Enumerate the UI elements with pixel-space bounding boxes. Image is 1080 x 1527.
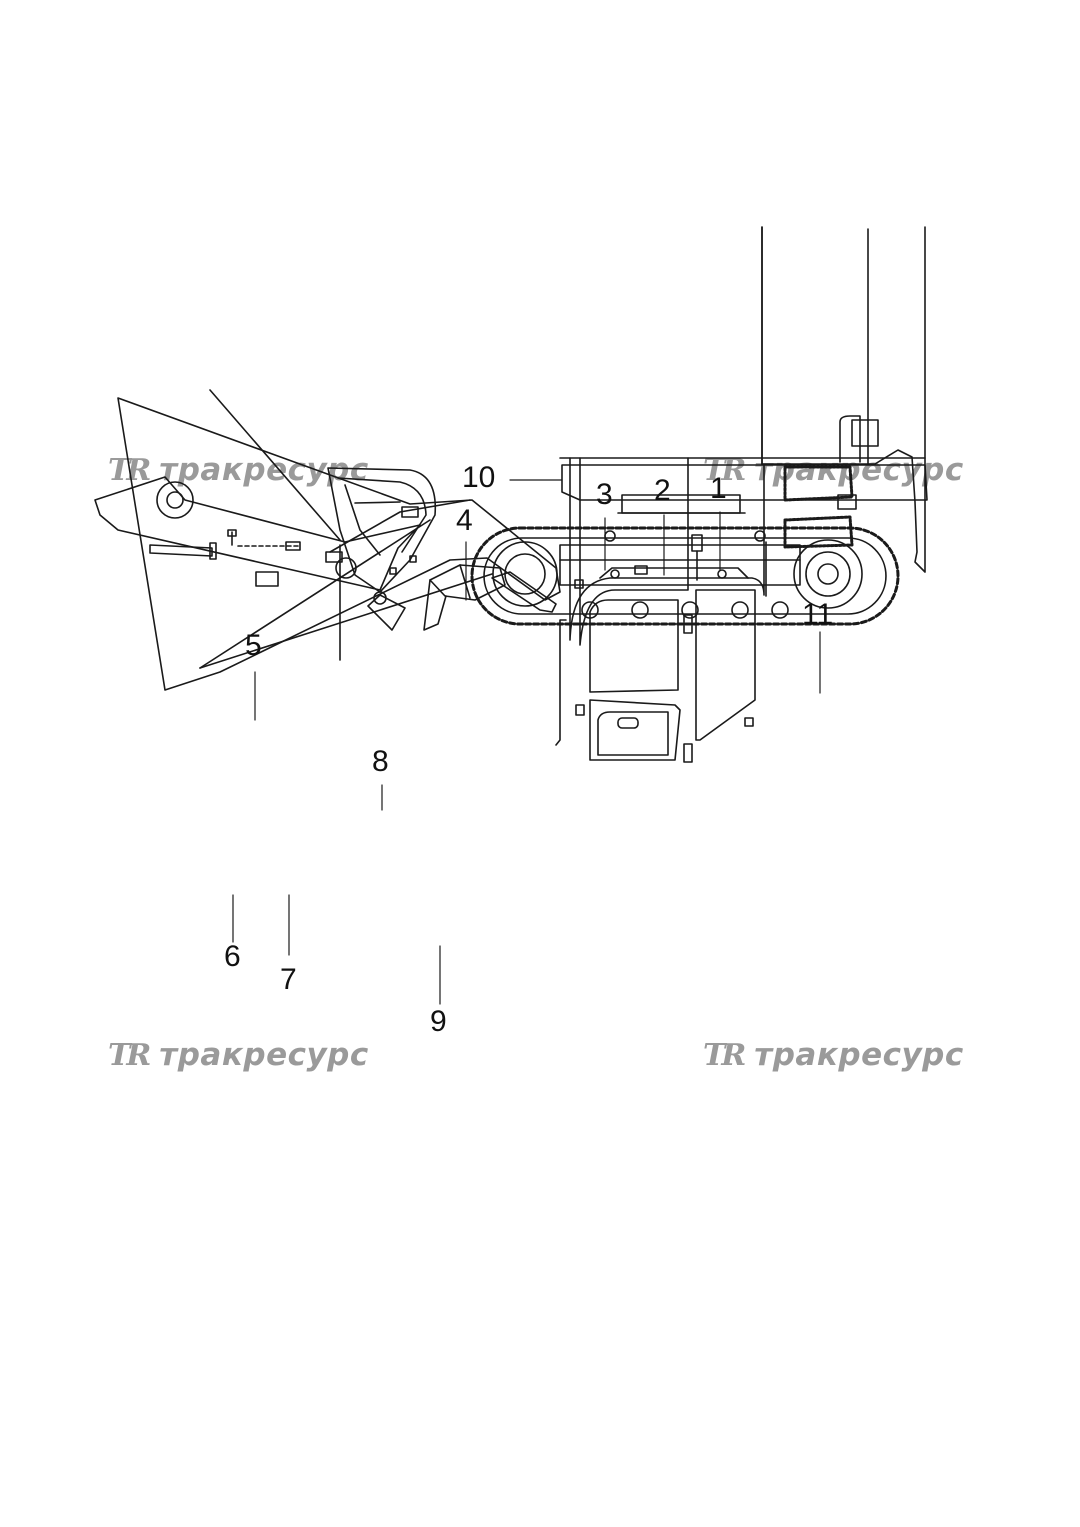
watermark-bottom-right: TR тракресурс bbox=[703, 1037, 964, 1073]
arm-pivot bbox=[156, 481, 194, 519]
callout-9: 9 bbox=[430, 1005, 447, 1038]
callout-7: 7 bbox=[280, 963, 297, 996]
dozer-blade bbox=[423, 564, 506, 631]
watermark-text: тракресурс bbox=[159, 452, 369, 488]
bucket bbox=[327, 467, 437, 631]
callout-4: 4 bbox=[456, 504, 473, 537]
boom bbox=[117, 397, 561, 691]
operator-cab bbox=[555, 457, 767, 763]
leader-lines bbox=[232, 479, 821, 1005]
callout-6: 6 bbox=[224, 940, 241, 973]
callout-5: 5 bbox=[245, 629, 262, 662]
watermark-bottom-left: TR тракресурс bbox=[108, 1037, 369, 1073]
callout-11: 11 bbox=[802, 598, 834, 631]
upper-structure bbox=[559, 226, 928, 573]
drive-sprocket bbox=[793, 539, 863, 609]
arm bbox=[94, 389, 421, 591]
callout-1: 1 bbox=[710, 472, 727, 505]
callout-8: 8 bbox=[372, 745, 389, 778]
callout-2: 2 bbox=[654, 474, 671, 507]
watermark-logo-icon: TR bbox=[108, 1037, 151, 1073]
track-assembly bbox=[470, 526, 900, 626]
watermark-text: тракресурс bbox=[754, 1037, 964, 1073]
watermark-text: тракресурс bbox=[159, 1037, 369, 1073]
watermark-logo-icon: TR bbox=[703, 1037, 746, 1073]
callout-10: 10 bbox=[462, 461, 496, 494]
callout-3: 3 bbox=[596, 478, 613, 511]
upper-frame bbox=[561, 464, 928, 501]
watermark-top-left: TR тракресурс bbox=[108, 452, 369, 488]
